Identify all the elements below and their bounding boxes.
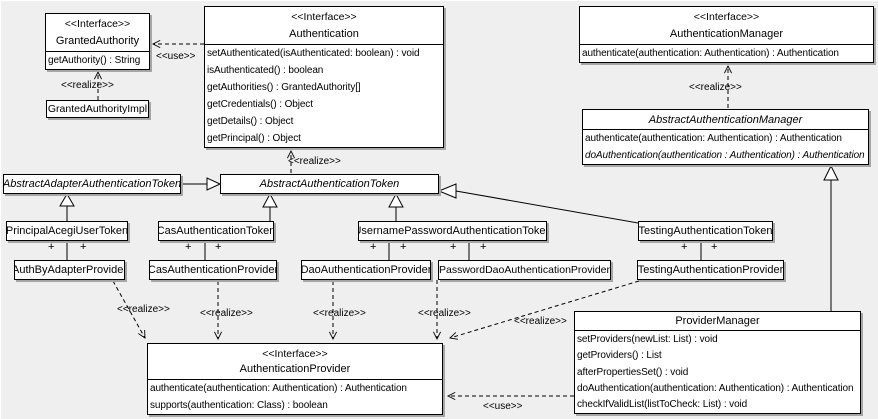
association-end-plus: + bbox=[450, 241, 457, 253]
class-principal-acegi-user-token[interactable]: PrincipalAcegiUserToken bbox=[6, 221, 128, 241]
method: getAuthorities() : GrantedAuthority[] bbox=[207, 82, 361, 93]
class-abstract-adapter-authentication-token[interactable]: AbstractAdapterAuthenticationToken bbox=[3, 174, 181, 194]
class-name: AbstractAuthenticationToken bbox=[259, 178, 400, 190]
class-name: TestingAuthenticationToken bbox=[638, 225, 773, 237]
method: isAuthenticated() : boolean bbox=[207, 65, 324, 76]
association-edges bbox=[66, 241, 702, 260]
association-end-plus: + bbox=[215, 241, 222, 253]
class-stereotype: <<Interface>> bbox=[693, 11, 760, 24]
class-granted-authority[interactable]: <<Interface>> GrantedAuthority getAuthor… bbox=[45, 13, 150, 70]
class-name: TestingAuthenticationProvider bbox=[637, 264, 784, 276]
class-name: AuthenticationManager bbox=[669, 27, 784, 40]
association-end-plus: + bbox=[711, 241, 718, 253]
class-name: ProviderManager bbox=[675, 315, 760, 327]
class-name: UsernamePasswordAuthenticationToken bbox=[358, 225, 547, 237]
method: getPrincipal() : Object bbox=[207, 133, 301, 144]
method: doAuthentication(authentication: Authent… bbox=[577, 382, 854, 394]
method: doAuthentication(authentication : Authen… bbox=[585, 150, 865, 161]
edge-label-realize: <<realize>> bbox=[418, 308, 471, 319]
edge-label-realize: <<realize>> bbox=[200, 308, 253, 319]
method: setAuthenticated(isAuthenticated: boolea… bbox=[207, 48, 420, 59]
class-provider-manager[interactable]: ProviderManager setProviders(newList: Li… bbox=[574, 311, 861, 414]
class-name: CasAuthenticationToken bbox=[158, 225, 274, 237]
class-stereotype: <<Interface>> bbox=[64, 18, 131, 31]
class-authentication-provider[interactable]: <<Interface>> AuthenticationProvider aut… bbox=[147, 343, 443, 415]
class-testing-authentication-provider[interactable]: TestingAuthenticationProvider bbox=[637, 260, 784, 280]
class-stereotype: <<Interface>> bbox=[262, 347, 328, 360]
association-end-plus: + bbox=[681, 241, 688, 253]
class-name: AuthenticationProvider bbox=[239, 363, 351, 376]
class-auth-by-adapter-provider[interactable]: AuthByAdapterProvider bbox=[14, 260, 125, 280]
class-name: GrantedAuthorityImpl bbox=[47, 103, 148, 115]
method: afterPropertiesSet() : void bbox=[577, 366, 689, 378]
edge-label-use: <<use>> bbox=[156, 51, 196, 62]
edge-label-realize: <<realize>> bbox=[689, 82, 742, 93]
class-password-dao-authentication-provider[interactable]: PasswordDaoAuthenticationProvider bbox=[438, 260, 611, 280]
class-name: DaoAuthenticationProvider bbox=[301, 264, 431, 276]
class-name: AbstractAuthenticationManager bbox=[648, 113, 803, 126]
class-stereotype: <<Interface>> bbox=[291, 11, 357, 24]
class-name: AuthByAdapterProvider bbox=[14, 264, 125, 276]
class-abstract-authentication-token[interactable]: AbstractAuthenticationToken bbox=[220, 174, 439, 194]
association-end-plus: + bbox=[185, 241, 192, 253]
association-end-plus: + bbox=[480, 241, 487, 253]
class-authentication[interactable]: <<Interface>> Authentication setAuthenti… bbox=[204, 6, 444, 148]
class-username-password-authentication-token[interactable]: UsernamePasswordAuthenticationToken bbox=[358, 221, 547, 241]
class-testing-authentication-token[interactable]: TestingAuthenticationToken bbox=[638, 221, 773, 241]
association-end-plus: + bbox=[370, 241, 377, 253]
class-name: GrantedAuthority bbox=[55, 34, 140, 47]
edge-label-realize: <<realize>> bbox=[514, 316, 567, 327]
method: getDetails() : Object bbox=[207, 116, 294, 127]
class-name: AbstractAdapterAuthenticationToken bbox=[3, 178, 181, 190]
class-name: PrincipalAcegiUserToken bbox=[6, 225, 128, 237]
edge-label-realize: <<realize>> bbox=[313, 308, 366, 319]
dashed-edges bbox=[98, 44, 728, 396]
class-granted-authority-impl[interactable]: GrantedAuthorityImpl bbox=[46, 100, 149, 118]
class-cas-authentication-token[interactable]: CasAuthenticationToken bbox=[158, 221, 274, 241]
edge-label-realize: <<realize>> bbox=[288, 156, 341, 167]
class-name: CasAuthenticationProvider bbox=[149, 264, 277, 276]
association-end-plus: + bbox=[48, 241, 55, 253]
association-end-plus: + bbox=[80, 241, 87, 253]
association-end-plus: + bbox=[400, 241, 407, 253]
method: supports(authentication: Class) : boolea… bbox=[150, 400, 328, 411]
method: setProviders(newList: List) : void bbox=[577, 333, 718, 345]
method: authenticate(authentication: Authenticat… bbox=[585, 133, 842, 144]
method: authenticate(authentication: Authenticat… bbox=[582, 48, 839, 59]
edge-label-realize: <<realize>> bbox=[117, 304, 170, 315]
class-authentication-manager[interactable]: <<Interface>> AuthenticationManager auth… bbox=[579, 6, 874, 63]
method: getAuthority() : String bbox=[48, 55, 141, 66]
method: getProviders() : List bbox=[577, 350, 662, 362]
generalization-edges bbox=[59, 164, 839, 311]
method: getCredentials() : Object bbox=[207, 99, 313, 110]
edge-label-use: <<use>> bbox=[483, 401, 523, 412]
class-name: PasswordDaoAuthenticationProvider bbox=[439, 264, 611, 276]
method: authenticate(authentication: Authenticat… bbox=[150, 383, 407, 394]
class-dao-authentication-provider[interactable]: DaoAuthenticationProvider bbox=[301, 260, 431, 280]
method: checkIfValidList(listToCheck: List) : vo… bbox=[577, 399, 748, 411]
edge-label-realize: <<realize>> bbox=[61, 80, 114, 91]
class-cas-authentication-provider[interactable]: CasAuthenticationProvider bbox=[149, 260, 277, 280]
class-abstract-authentication-manager[interactable]: AbstractAuthenticationManager authentica… bbox=[582, 109, 869, 165]
class-name: Authentication bbox=[289, 27, 359, 40]
